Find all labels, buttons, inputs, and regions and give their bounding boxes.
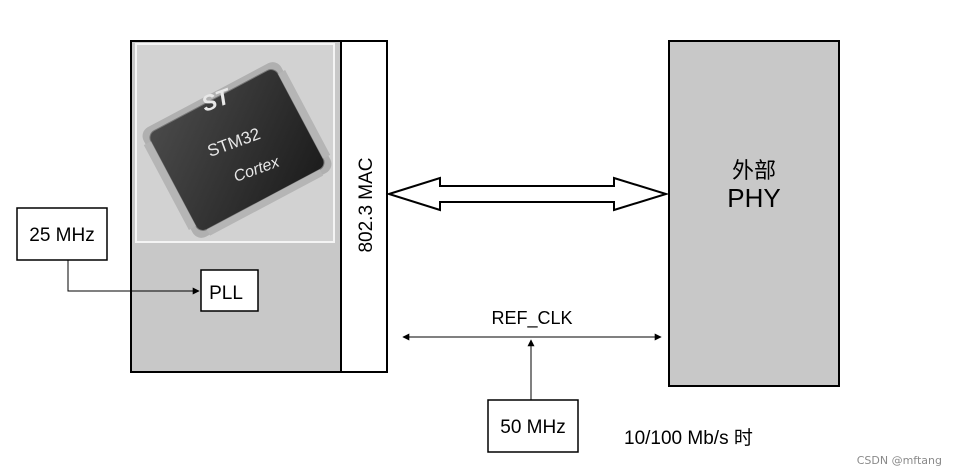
- clock-input-label: 25 MHz: [29, 225, 94, 246]
- phy-block: [668, 40, 840, 387]
- mac-block: [340, 40, 388, 373]
- pll-label: PLL: [209, 283, 243, 304]
- mac-label: 802.3 MAC: [356, 157, 377, 252]
- mac-phy-bus-arrow: [385, 176, 670, 212]
- stm32-chip-image: ST STM32 Cortex: [135, 43, 335, 243]
- clock-to-pll-line: [67, 260, 200, 295]
- ref-source-label: 50 MHz: [500, 417, 565, 438]
- clock-input-box: [16, 207, 108, 261]
- ref-source-box: [487, 399, 579, 453]
- phy-label-line1: 外部: [732, 158, 776, 183]
- ref-clk-label: REF_CLK: [491, 308, 572, 329]
- pll-box: [200, 269, 259, 312]
- mode-note: 10/100 Mb/s 时: [624, 427, 753, 449]
- phy-label-line2: PHY: [727, 183, 780, 213]
- watermark-text: CSDN @mftang: [857, 454, 942, 467]
